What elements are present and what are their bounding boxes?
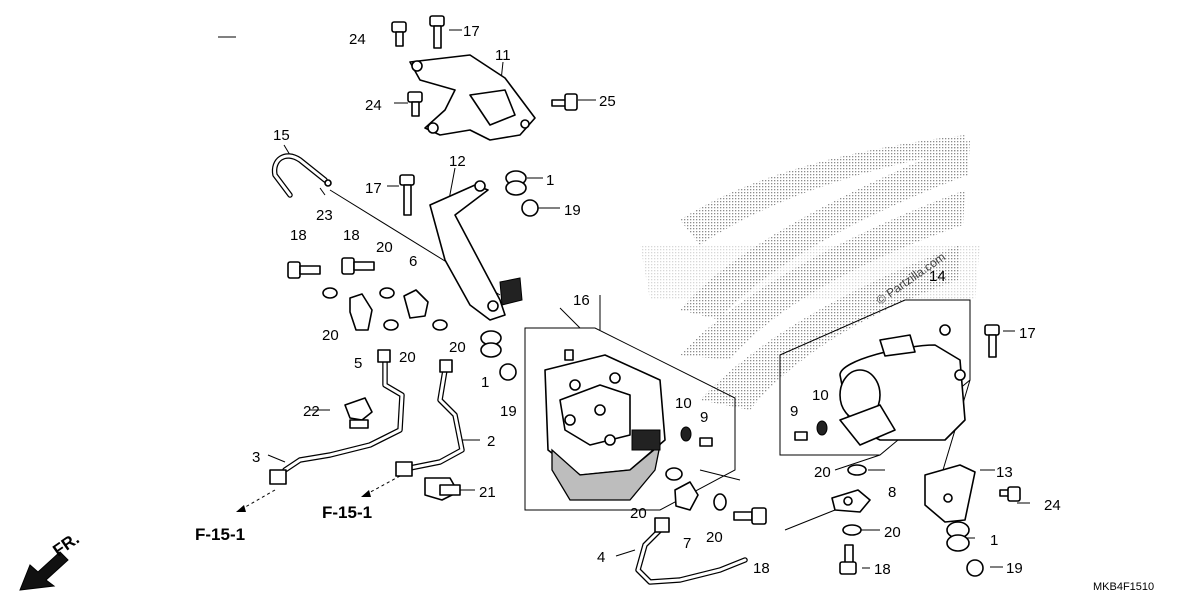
callout-11: 11: [495, 47, 511, 64]
cap-10b: [816, 420, 828, 436]
callout-6: 6: [409, 253, 417, 270]
reference-label: F-15-1: [322, 503, 372, 522]
reference-label: F-15-1: [195, 525, 245, 544]
bolt-17a: [429, 15, 445, 49]
callout-25: 25: [599, 93, 616, 110]
callout-1c: 1: [990, 532, 998, 549]
callout-20g: 20: [706, 529, 723, 546]
callout-15: 15: [273, 127, 290, 144]
hose-15: [271, 153, 332, 198]
bracket-12: [429, 180, 523, 321]
grommet-1b: [480, 330, 502, 358]
callout-13: 13: [996, 464, 1013, 481]
callout-18c: 18: [753, 560, 770, 577]
bolt-18d: [839, 544, 857, 575]
callout-23: 23: [316, 207, 333, 224]
bleeder-9a: [699, 437, 713, 447]
callout-14: 14: [929, 268, 946, 285]
callout-16: 16: [573, 292, 590, 309]
callout-22: 22: [303, 403, 320, 420]
callout-24b: 24: [365, 97, 382, 114]
callout-20h: 20: [884, 524, 901, 541]
front-direction-label: FR.: [49, 529, 82, 560]
callout-2: 2: [487, 433, 495, 450]
clip-22: [344, 397, 373, 429]
bracket-11: [409, 54, 536, 141]
callout-24a: 24: [349, 31, 366, 48]
callout-17b: 17: [365, 180, 382, 197]
callout-24c: 24: [1044, 497, 1061, 514]
callout-9b: 9: [790, 403, 798, 420]
callout-3: 3: [252, 449, 260, 466]
assembly-frame-16: [524, 327, 736, 511]
bolt-25: [551, 93, 578, 111]
callout-20d: 20: [449, 339, 466, 356]
joint-7: [674, 481, 699, 511]
diagram-code: MKB4F1510: [1093, 581, 1154, 593]
collar-19a: [521, 199, 539, 217]
callout-20a: 20: [376, 239, 393, 256]
bracket-13: [924, 464, 976, 523]
callout-20c: 20: [399, 349, 416, 366]
callout-21: 21: [479, 484, 496, 501]
bolt-18b: [341, 257, 375, 275]
callout-19a: 19: [564, 202, 581, 219]
callout-10a: 10: [675, 395, 692, 412]
bolt-17c: [984, 324, 1000, 358]
clamp-5: [349, 293, 373, 331]
callout-12: 12: [449, 153, 466, 170]
callout-1b: 1: [481, 374, 489, 391]
fr-arrow-icon: [19, 551, 69, 591]
callout-17a: 17: [463, 23, 480, 40]
brake-pipe-3: [269, 349, 405, 485]
bolt-18a: [287, 261, 321, 279]
callout-17c: 17: [1019, 325, 1036, 342]
washers-20: [322, 287, 867, 536]
callout-1a: 1: [546, 172, 554, 189]
callout-4: 4: [597, 549, 605, 566]
callout-8: 8: [888, 484, 896, 501]
brake-pipe-2: [395, 359, 465, 477]
callout-18a: 18: [290, 227, 307, 244]
bolt-24b: [407, 91, 423, 117]
ref-arrow-1: [236, 489, 276, 512]
sensor-21: [424, 477, 461, 501]
callout-7: 7: [683, 535, 691, 552]
callout-19c: 19: [1006, 560, 1023, 577]
bleeder-9b: [794, 431, 808, 441]
abs-modulator-16: [544, 349, 666, 501]
bolt-17b: [399, 174, 415, 216]
callout-20e: 20: [814, 464, 831, 481]
ref-arrow-2: [361, 475, 401, 497]
brake-pipe-4: [635, 517, 748, 585]
callout-10b: 10: [812, 387, 829, 404]
callout-5: 5: [354, 355, 362, 372]
watermark-logo: [640, 135, 980, 410]
callout-20b: 20: [322, 327, 339, 344]
joint-8: [831, 489, 871, 513]
callout-18d: 18: [874, 561, 891, 578]
cap-10a: [680, 426, 692, 442]
bolt-24c: [999, 486, 1021, 502]
caliper-14: [839, 324, 966, 446]
callout-19b: 19: [500, 403, 517, 420]
collar-19b: [499, 363, 517, 381]
callout-9a: 9: [700, 409, 708, 426]
bolt-24a: [391, 21, 407, 47]
callout-18b: 18: [343, 227, 360, 244]
grommet-1a: [505, 170, 527, 196]
collar-19c: [966, 559, 984, 577]
bolt-18c: [733, 507, 767, 525]
grommet-1c: [946, 521, 970, 552]
callout-20f: 20: [630, 505, 647, 522]
clamp-6: [403, 289, 429, 319]
